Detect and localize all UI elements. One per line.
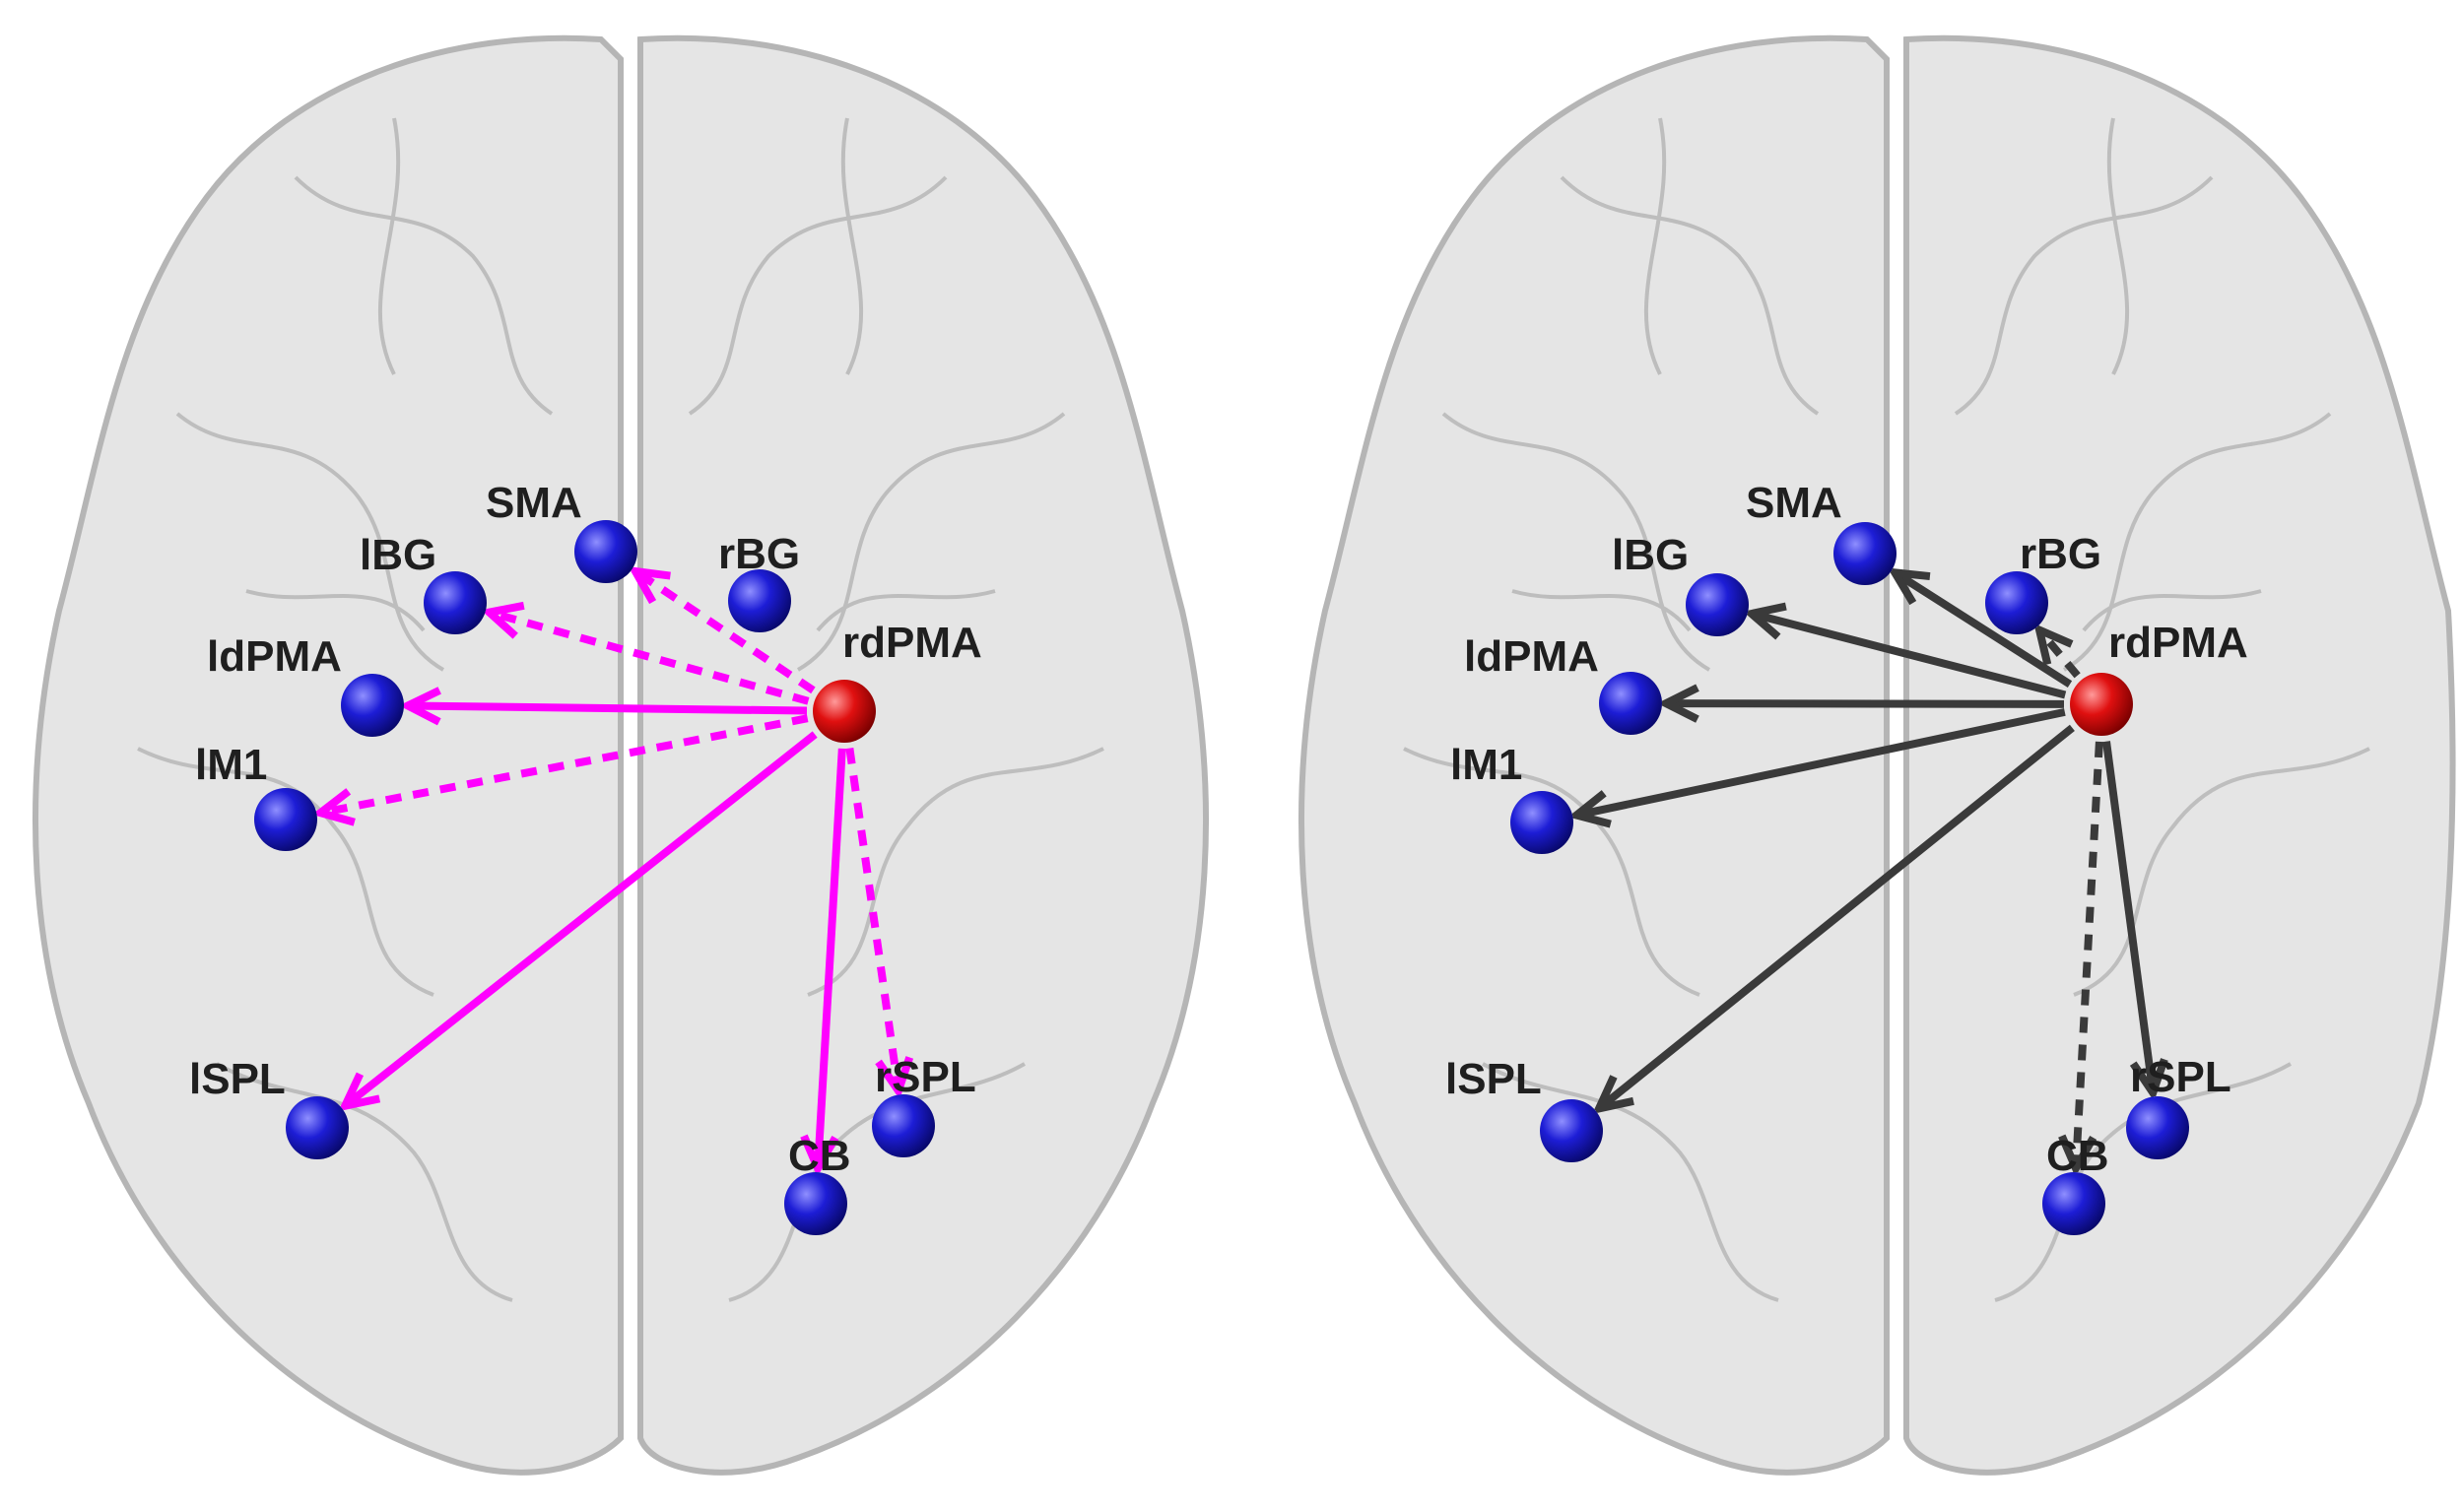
- node-lSPL: [1540, 1099, 1603, 1162]
- edge-rdPMA-to-lBG: [490, 613, 810, 705]
- node-label-lM1: lM1: [1450, 741, 1522, 789]
- edge-rdPMA-to-rSPL: [2102, 741, 2153, 1093]
- node-label-CB: CB: [2046, 1132, 2109, 1180]
- node-label-SMA: SMA: [486, 479, 582, 527]
- edges-right: [1576, 572, 2153, 1168]
- node-lBG: [1686, 573, 1749, 636]
- node-rdPMA: [813, 680, 876, 743]
- edge-rdPMA-to-lSPL: [1599, 724, 2075, 1109]
- node-lM1: [1510, 791, 1573, 854]
- node-rBG: [728, 569, 791, 632]
- edge-rdPMA-to-lBG: [1752, 614, 2067, 699]
- edge-rdPMA-to-lM1: [1576, 707, 2066, 816]
- edge-rdPMA-to-ldPMA: [1666, 703, 2065, 704]
- nodes-right: SMA lBG rBG ldPMA rdPMA lM1 lSPL rSPL CB: [1445, 479, 2248, 1235]
- node-SMA: [574, 520, 637, 583]
- node-label-CB: CB: [788, 1132, 851, 1180]
- node-rSPL: [872, 1094, 935, 1157]
- node-label-lM1: lM1: [195, 741, 267, 789]
- node-lSPL: [286, 1096, 349, 1159]
- node-ldPMA: [1599, 672, 1662, 735]
- brain-outline-left: [33, 34, 1209, 1476]
- node-label-lSPL: lSPL: [1445, 1055, 1542, 1103]
- node-rSPL: [2126, 1096, 2189, 1159]
- node-rBG: [1985, 571, 2048, 634]
- edge-rdPMA-to-CB: [818, 748, 846, 1168]
- node-label-rdPMA: rdPMA: [842, 619, 982, 667]
- node-label-rBG: rBG: [2020, 530, 2101, 578]
- node-SMA: [1833, 522, 1897, 585]
- node-label-lSPL: lSPL: [189, 1055, 286, 1103]
- brain-right-panel: SMA lBG rBG ldPMA rdPMA lM1 lSPL rSPL CB: [1298, 34, 2456, 1476]
- node-lBG: [424, 571, 487, 634]
- node-label-rBG: rBG: [718, 530, 800, 578]
- edge-rdPMA-to-ldPMA: [408, 705, 808, 710]
- edge-rdPMA-to-SMA: [1895, 572, 2073, 688]
- node-lM1: [254, 788, 317, 851]
- edges-left: [320, 571, 899, 1168]
- node-label-SMA: SMA: [1746, 479, 1842, 527]
- node-CB: [784, 1172, 847, 1235]
- node-rdPMA: [2070, 673, 2133, 736]
- edge-rdPMA-to-rSPL: [845, 748, 899, 1091]
- node-CB: [2042, 1172, 2105, 1235]
- node-label-rSPL: rSPL: [2130, 1053, 2231, 1101]
- brain-left-panel: SMA lBG rBG ldPMA rdPMA lM1 lSPL rSPL CB: [33, 34, 1209, 1476]
- edge-rdPMA-to-lSPL: [345, 731, 818, 1106]
- nodes-left: SMA lBG rBG ldPMA rdPMA lM1 lSPL rSPL CB: [189, 479, 982, 1235]
- node-label-rdPMA: rdPMA: [2108, 619, 2248, 667]
- node-label-lBG: lBG: [360, 531, 436, 579]
- node-label-lBG: lBG: [1612, 531, 1689, 579]
- brain-outline-right: [1298, 34, 2456, 1476]
- node-label-rSPL: rSPL: [875, 1053, 976, 1101]
- node-label-ldPMA: ldPMA: [207, 632, 342, 681]
- node-ldPMA: [341, 674, 404, 737]
- node-label-ldPMA: ldPMA: [1464, 632, 1599, 681]
- edge-rdPMA-to-rBG: [2039, 630, 2081, 679]
- edge-rdPMA-to-SMA: [635, 571, 816, 694]
